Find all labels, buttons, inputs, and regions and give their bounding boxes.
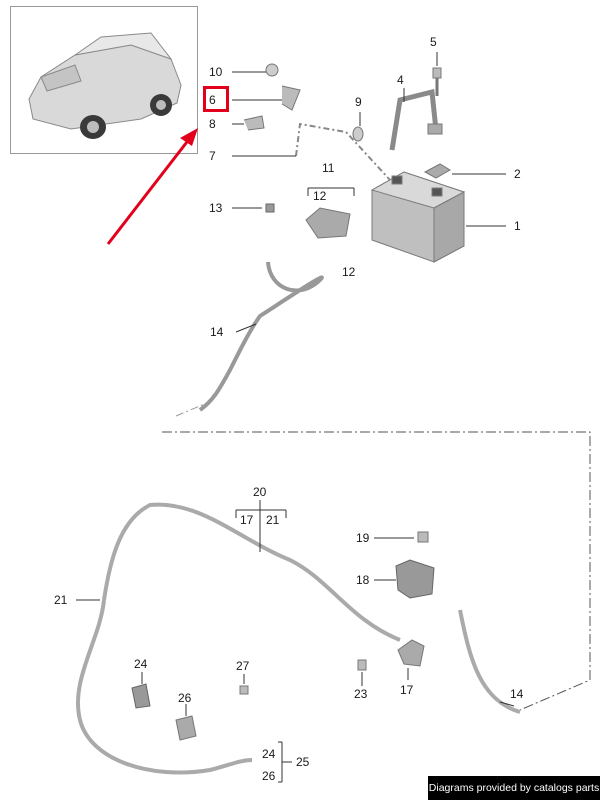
red-arrow-icon <box>106 128 198 245</box>
callout-25: 25 <box>296 755 310 769</box>
callout-7: 7 <box>209 149 216 163</box>
callout-11: 11 <box>322 161 335 175</box>
vehicle-thumbnail <box>10 6 198 154</box>
callout-8: 8 <box>209 117 216 131</box>
callout-14-lower: 14 <box>510 687 524 701</box>
callout-19: 19 <box>356 531 370 545</box>
callout-23: 23 <box>354 687 368 701</box>
callout-1: 1 <box>514 219 521 233</box>
callout-12-upper: 12 <box>313 189 327 203</box>
car-suv-icon <box>28 32 182 139</box>
callout-6-highlight-box <box>203 86 229 112</box>
callout-13: 13 <box>209 201 223 215</box>
callout-12-lower: 12 <box>342 265 356 279</box>
callout-20: 20 <box>253 485 267 499</box>
callout-17-upper: 17 <box>240 513 254 527</box>
callout-26-upper: 26 <box>178 691 192 705</box>
callout-6: 6 <box>209 93 216 107</box>
callout-5: 5 <box>430 35 437 49</box>
callout-24-upper: 24 <box>134 657 148 671</box>
callout-2: 2 <box>514 167 521 181</box>
callout-4: 4 <box>397 73 404 87</box>
callout-27: 27 <box>236 659 250 673</box>
callout-24-lower: 24 <box>262 747 276 761</box>
callout-21-upper: 21 <box>266 513 280 527</box>
callout-18: 18 <box>356 573 370 587</box>
callout-21-left: 21 <box>54 593 68 607</box>
footer-credit: Diagrams provided by catalogs parts <box>428 776 600 800</box>
callout-9: 9 <box>355 95 362 109</box>
callout-10: 10 <box>209 65 223 79</box>
callout-26-lower: 26 <box>262 769 276 783</box>
callout-14-upper: 14 <box>210 325 224 339</box>
battery-part <box>370 171 466 263</box>
callout-17-lower: 17 <box>400 683 414 697</box>
